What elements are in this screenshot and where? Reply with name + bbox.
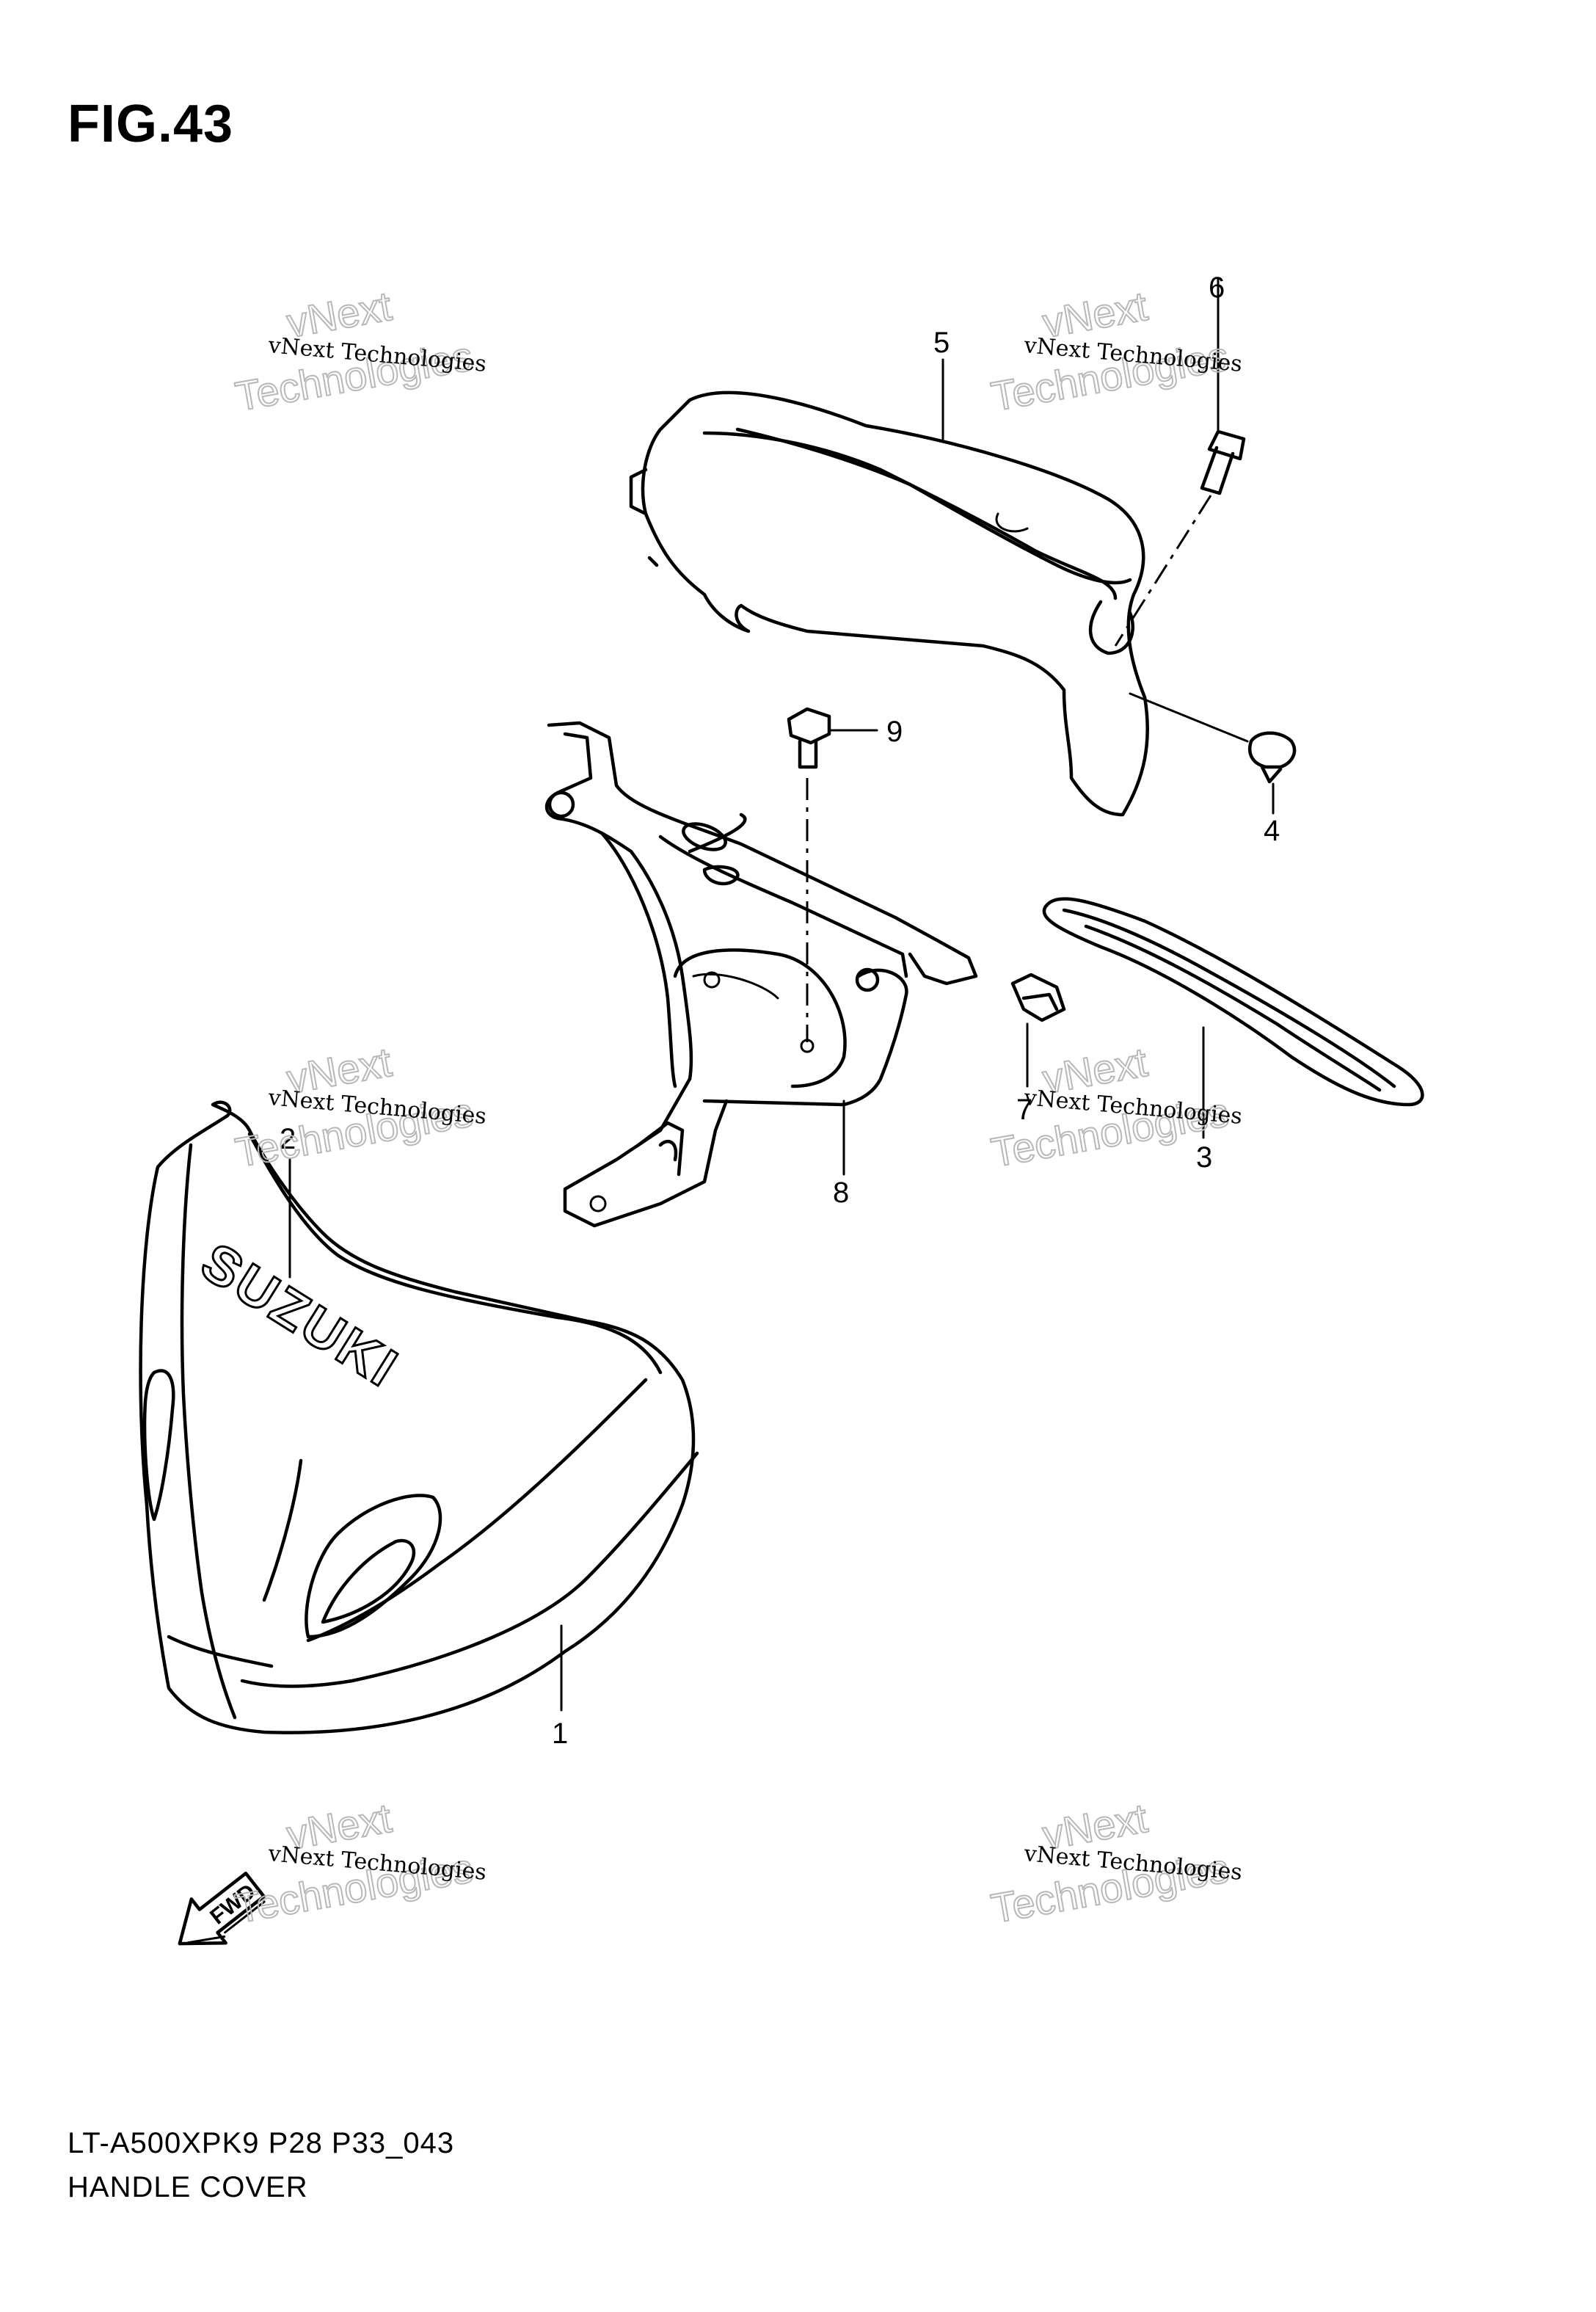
callout-5: 5 <box>933 327 950 359</box>
part-7-clip <box>1010 973 1066 1088</box>
callout-1: 1 <box>552 1717 568 1750</box>
part-9-bolt <box>787 707 878 1042</box>
callout-4: 4 <box>1264 815 1280 847</box>
part-1-front-cover: SUZUKI <box>139 1100 699 1734</box>
diagram-code: LT-A500XPK9 P28 P33_043 <box>68 2127 455 2159</box>
watermark-bottom-right: vNext Technologies vNext Technologies <box>987 1794 1243 1933</box>
part-4-clip <box>1129 692 1297 815</box>
part-8-bracket <box>544 721 978 1228</box>
part-5-upper-cover <box>629 390 1149 817</box>
part-6-screw <box>1114 277 1246 647</box>
watermark-top-right: vNext Technologies vNext Technologies <box>987 282 1243 421</box>
watermark-bottom-left: vNext Technologies vNext Technologies <box>231 1794 487 1933</box>
callout-7: 7 <box>1016 1094 1032 1126</box>
callout-8: 8 <box>833 1177 849 1209</box>
callout-3: 3 <box>1196 1141 1212 1174</box>
callout-6: 6 <box>1209 272 1225 304</box>
diagram-name: HANDLE COVER <box>68 2171 308 2203</box>
part-3-trim <box>1042 897 1424 1139</box>
callout-9: 9 <box>886 716 903 748</box>
callout-2: 2 <box>280 1123 296 1155</box>
suzuki-logo-text: SUZUKI <box>191 1231 409 1399</box>
figure-title: FIG.43 <box>68 95 234 153</box>
watermark-top-left: vNext Technologies vNext Technologies <box>231 282 487 421</box>
watermark-middle-left: vNext Technologies vNext Technologies <box>231 1038 487 1177</box>
